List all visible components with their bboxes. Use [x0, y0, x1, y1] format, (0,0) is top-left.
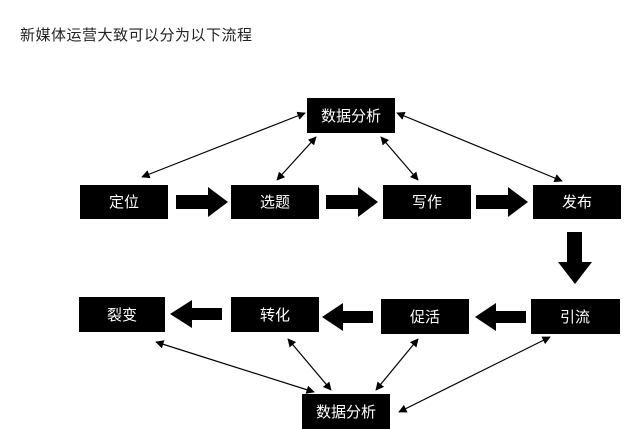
feedback-arrow-analysis_top-positioning [141, 111, 306, 179]
flow-arrow-positioning-to-topic [176, 187, 228, 217]
node-writing: 写作 [383, 185, 471, 219]
feedback-arrow-analysis_top-topic_selection [276, 136, 317, 181]
flow-arrow-activation-to-conversion [322, 303, 373, 331]
node-publishing-label: 发布 [562, 193, 592, 211]
node-analysis-bottom-label: 数据分析 [316, 403, 376, 421]
page-caption: 新媒体运营大致可以分为以下流程 [20, 26, 253, 44]
flow-arrow-topic-to-writing [326, 187, 378, 217]
node-analysis-top-label: 数据分析 [321, 107, 381, 125]
feedback-arrow-analysis_top-writing [380, 136, 419, 181]
node-writing-label: 写作 [412, 193, 442, 211]
feedback-arrow-analysis_bottom-activation [375, 338, 419, 391]
node-traffic-label: 引流 [560, 308, 590, 326]
flow-arrow-publishing-to-traffic [558, 232, 592, 284]
node-topic-selection-label: 选题 [260, 193, 290, 211]
node-activation: 促活 [381, 299, 469, 334]
feedback-arrow-analysis_bottom-traffic [398, 336, 551, 413]
flow-arrow-conversion-to-fission [170, 300, 222, 328]
feedback-arrows [141, 111, 563, 413]
node-analysis-top: 数据分析 [307, 98, 395, 133]
node-fission-label: 裂变 [107, 306, 137, 324]
node-positioning: 定位 [80, 185, 168, 219]
node-publishing: 发布 [533, 185, 621, 219]
node-fission: 裂变 [79, 297, 165, 332]
feedback-arrow-analysis_top-publishing [396, 111, 563, 183]
node-conversion: 转化 [231, 297, 319, 332]
node-topic-selection: 选题 [231, 185, 319, 219]
node-conversion-label: 转化 [260, 306, 290, 324]
node-traffic: 引流 [531, 299, 620, 334]
node-positioning-label: 定位 [109, 193, 139, 211]
feedback-arrow-analysis_bottom-fission [155, 340, 315, 394]
flow-arrow-traffic-to-activation [475, 303, 526, 331]
feedback-arrow-analysis_bottom-conversion [287, 338, 332, 391]
node-activation-label: 促活 [410, 308, 440, 326]
node-analysis-bottom: 数据分析 [302, 394, 390, 429]
flow-arrows [170, 187, 592, 331]
flow-arrow-writing-to-publishing [476, 187, 528, 217]
